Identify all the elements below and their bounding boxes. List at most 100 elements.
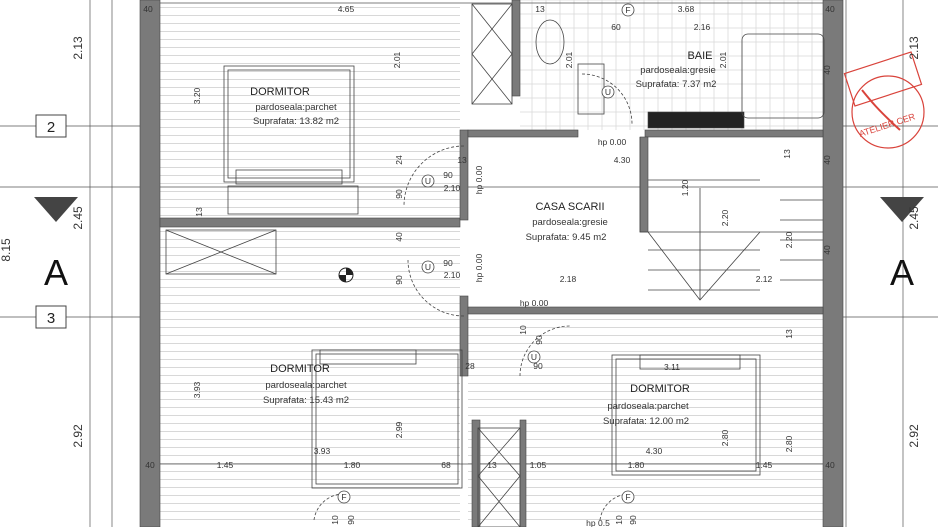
- dim-label: hp 0.5: [586, 518, 610, 527]
- dim-label: 13: [457, 155, 467, 165]
- dim-label: 2.18: [560, 274, 577, 284]
- dim-label: 2.12: [756, 274, 773, 284]
- dim-label: 1.80: [628, 460, 645, 470]
- symbol-circles: [337, 3, 635, 504]
- dim-label: 2.92: [71, 424, 85, 448]
- dim-label: 2.45: [71, 206, 85, 230]
- dim-label: 2.01: [718, 51, 728, 68]
- section-markers: [34, 197, 924, 222]
- symbol-u: U: [425, 262, 431, 272]
- dim-label: 2.10: [444, 270, 461, 280]
- symbol-u: U: [605, 87, 611, 97]
- bottom-dimensions: 40 1.45 1.80 68 13 1.05 1.80 1.45 40: [145, 460, 835, 470]
- axis-boxes: [35, 114, 67, 329]
- dim-label: 2.01: [564, 51, 574, 68]
- dim-label: 1.80: [344, 460, 361, 470]
- dim-label: 8.15: [0, 238, 13, 262]
- dim-label: 3.93: [314, 446, 331, 456]
- dim-label: 1.20: [680, 179, 690, 196]
- dim-label: 60: [611, 22, 621, 32]
- dim-label: 2.01: [392, 51, 402, 68]
- room-floor: pardoseala:parchet: [265, 380, 347, 391]
- dim-label: 90: [443, 258, 453, 268]
- room-floor: pardoseala:gresie: [640, 65, 716, 76]
- room-name: DORMITOR: [270, 363, 330, 375]
- dim-label: 13: [784, 329, 794, 339]
- dim-label: 10: [518, 325, 528, 335]
- dim-label: 2.13: [907, 36, 921, 60]
- dim-label: 90: [534, 335, 544, 345]
- dim-label: 40: [394, 232, 404, 242]
- stamp: [843, 51, 925, 149]
- dim-label: 3.11: [664, 362, 680, 372]
- axis-label-2: 2: [47, 119, 55, 136]
- room-labels: DORMITOR pardoseala:parchet Suprafata: 1…: [250, 50, 716, 427]
- dim-label: 68: [441, 460, 451, 470]
- room-name: CASA SCARII: [535, 201, 604, 213]
- symbol-f: F: [341, 492, 346, 502]
- axis-labels: 2 3 A A: [44, 119, 914, 327]
- dim-label: 40: [822, 155, 832, 165]
- dim-label: 2.45: [907, 206, 921, 230]
- room-name: DORMITOR: [630, 383, 690, 395]
- parquet-hatching: [160, 0, 825, 527]
- door-swings: [313, 73, 633, 521]
- dim-label: 40: [825, 460, 835, 470]
- dim-label: 13: [194, 207, 204, 217]
- dim-label: 13: [487, 460, 497, 470]
- room-area: Suprafata: 15.43 m2: [263, 395, 349, 406]
- dim-label: 2.10: [444, 183, 461, 193]
- symbol-f: F: [625, 5, 630, 15]
- dim-label: 13: [782, 149, 792, 159]
- walls: [139, 0, 844, 527]
- dim-label: 40: [145, 460, 155, 470]
- symbol-u: U: [531, 352, 537, 362]
- room-floor: pardoseala:parchet: [607, 401, 689, 412]
- dim-label: 3.20: [192, 87, 202, 104]
- axis-label-3: 3: [47, 310, 55, 327]
- dim-label: 4.65: [338, 4, 355, 14]
- section-label-right: A: [890, 252, 914, 293]
- dim-label: 1.45: [756, 460, 773, 470]
- dim-label: hp 0.00: [598, 137, 627, 147]
- room-area: Suprafata: 12.00 m2: [603, 416, 689, 427]
- dim-label: 2.13: [71, 36, 85, 60]
- dim-label: 90: [394, 275, 404, 285]
- dim-label: hp 0.00: [474, 166, 484, 195]
- dim-label: 2.80: [784, 435, 794, 452]
- dim-label: 90: [394, 189, 404, 199]
- dim-label: 2.80: [720, 429, 730, 446]
- symbol-u: U: [425, 176, 431, 186]
- dim-label: 3.68: [678, 4, 695, 14]
- dim-label: 13: [535, 4, 545, 14]
- dim-label: hp 0.00: [520, 298, 549, 308]
- dim-label: 40: [822, 65, 832, 75]
- symbol-f: F: [625, 492, 630, 502]
- dim-label: 28: [465, 361, 475, 371]
- dim-label: 10: [614, 515, 624, 525]
- dim-label: 90: [346, 515, 356, 525]
- room-floor: pardoseala:gresie: [532, 217, 608, 228]
- dim-label: 4.30: [646, 446, 663, 456]
- dim-label: 2.20: [720, 209, 730, 226]
- dim-label: 90: [533, 361, 543, 371]
- dim-label: 40: [143, 4, 153, 14]
- dim-label: 2.92: [907, 424, 921, 448]
- room-name: BAIE: [687, 50, 712, 62]
- room-area: Suprafata: 7.37 m2: [636, 79, 717, 90]
- section-label-left: A: [44, 252, 68, 293]
- dim-label: 2.20: [784, 231, 794, 248]
- room-name: DORMITOR: [250, 86, 310, 98]
- dim-label: 40: [822, 245, 832, 255]
- room-area: Suprafata: 9.45 m2: [526, 232, 607, 243]
- dim-label: 90: [628, 515, 638, 525]
- dim-label: 3.93: [192, 381, 202, 398]
- left-dimensions: 2.13 2.45 2.92 8.15: [0, 36, 85, 448]
- fixtures: [165, 3, 825, 527]
- dim-label: 24: [394, 155, 404, 165]
- dim-label: 2.99: [394, 421, 404, 438]
- right-dimensions: 2.13 2.45 2.92: [907, 36, 921, 448]
- dim-label: 2.16: [694, 22, 711, 32]
- center-mark: [338, 267, 354, 283]
